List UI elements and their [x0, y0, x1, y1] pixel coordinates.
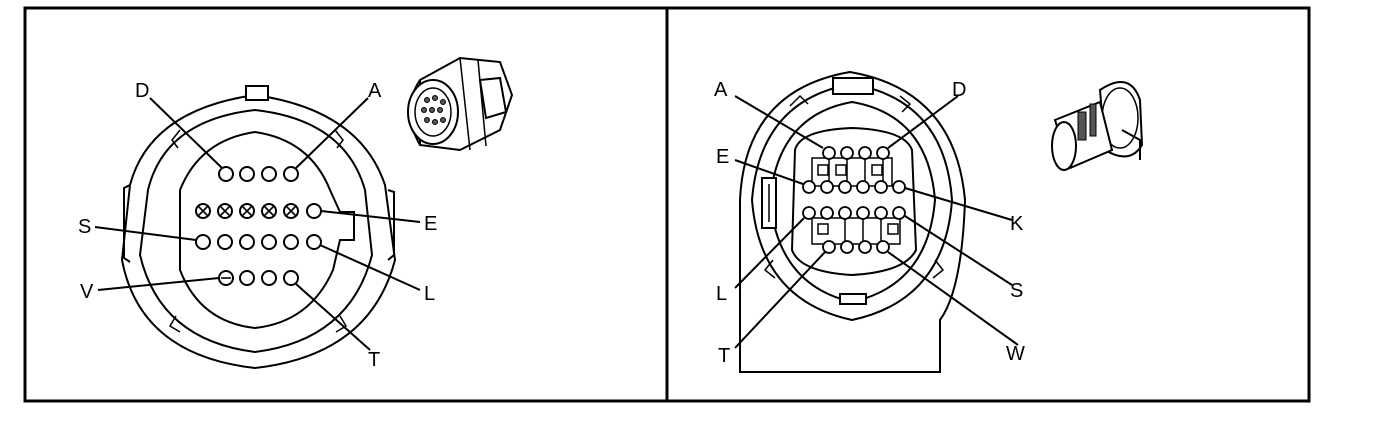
terminal	[838, 180, 852, 194]
terminal	[874, 180, 888, 194]
pin-l	[306, 234, 322, 250]
terminal	[840, 240, 854, 254]
label-w: W	[1006, 343, 1025, 365]
label-l: L	[716, 283, 727, 305]
label-l: L	[424, 283, 435, 305]
terminal-l	[802, 206, 816, 220]
left-connector-thumbnail	[407, 56, 514, 152]
label-s: S	[1010, 280, 1023, 302]
terminal	[874, 206, 888, 220]
pin	[261, 234, 277, 250]
label-v: V	[80, 281, 94, 303]
right-notch-3	[763, 259, 776, 279]
terminal-e	[802, 180, 816, 194]
pin	[239, 234, 255, 250]
blocked-cavity-row	[195, 203, 299, 219]
right-connector-face	[739, 70, 967, 373]
pin-e	[306, 203, 322, 219]
left-latch	[245, 85, 269, 101]
left-outer-body	[120, 93, 397, 370]
pin	[217, 234, 233, 250]
label-d: D	[135, 80, 149, 102]
terminal	[820, 180, 834, 194]
terminal-w	[876, 240, 890, 254]
left-pin-face	[179, 130, 355, 330]
left-key-notch-1	[171, 129, 181, 149]
terminal	[858, 146, 872, 160]
left-inner-ring	[138, 108, 374, 354]
right-leader-lines	[734, 95, 1019, 349]
lower-terminal-block	[811, 217, 901, 245]
terminal	[858, 240, 872, 254]
right-notch-1	[789, 94, 809, 107]
terminal-k	[892, 180, 906, 194]
pin	[239, 270, 255, 286]
pin-d	[218, 166, 234, 182]
terminal-d	[876, 146, 890, 160]
terminal	[820, 206, 834, 220]
terminal	[856, 180, 870, 194]
right-terminal-face	[790, 126, 918, 277]
right-bottom-key	[839, 293, 867, 305]
terminal-s	[892, 206, 906, 220]
label-a: A	[368, 80, 382, 102]
right-notch-2	[899, 95, 912, 113]
pin	[261, 166, 277, 182]
label-d: D	[952, 79, 966, 101]
terminal	[856, 206, 870, 220]
right-ring-middle	[768, 100, 937, 304]
label-t: T	[718, 345, 730, 367]
pin	[261, 270, 277, 286]
left-connector-face	[120, 85, 397, 370]
pin-t	[283, 270, 299, 286]
terminal	[838, 206, 852, 220]
left-side-tab	[123, 184, 131, 263]
pin-s	[195, 234, 211, 250]
right-top-key	[832, 77, 874, 95]
right-connector-thumbnail	[1051, 81, 1144, 171]
terminal-a	[822, 146, 836, 160]
left-key-notch-2	[334, 129, 344, 149]
left-key-notch-3	[168, 315, 181, 333]
terminal	[840, 146, 854, 160]
label-a: A	[714, 79, 728, 101]
upper-terminal-block	[811, 157, 893, 187]
pin	[283, 234, 299, 250]
label-e: E	[716, 146, 729, 168]
pin-a	[283, 166, 299, 182]
label-t: T	[368, 349, 380, 371]
pin	[239, 166, 255, 182]
right-ring-outer	[750, 82, 954, 322]
label-s: S	[78, 216, 91, 238]
right-outer-body	[739, 70, 967, 373]
label-k: K	[1010, 213, 1024, 235]
label-e: E	[424, 213, 437, 235]
left-key-notch-4	[335, 315, 348, 333]
right-side-tab	[387, 189, 395, 261]
terminal-t	[822, 240, 836, 254]
left-leader-lines	[94, 97, 421, 351]
right-notch-4	[932, 259, 945, 279]
